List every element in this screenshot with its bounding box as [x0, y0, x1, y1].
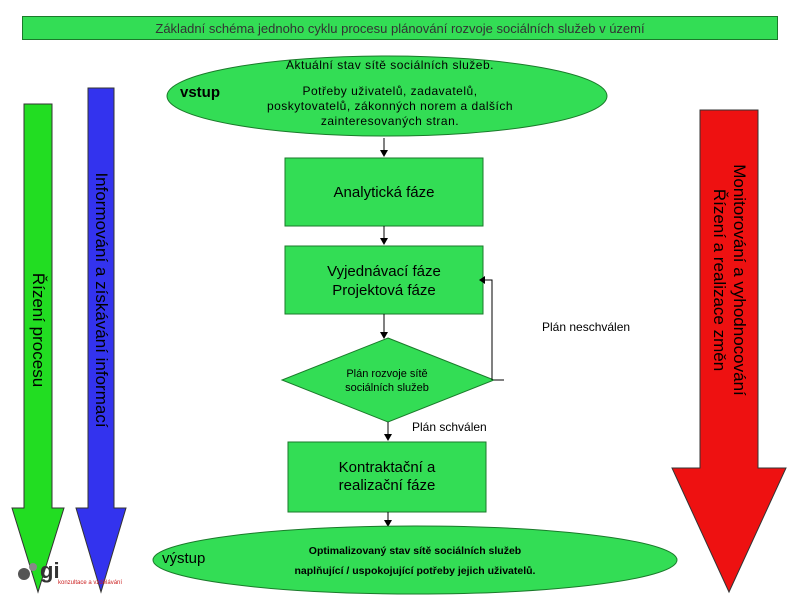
negotiation-phase-box — [284, 245, 484, 315]
analytic-phase-box — [284, 157, 484, 227]
decision-label-2: sociálních služeb — [345, 381, 429, 394]
analytic-phase-label: Analytická fáze — [333, 183, 435, 201]
process-control-label: Řízení procesu — [29, 272, 48, 388]
output-line-1: Optimalizovaný stav sítě sociálních služ… — [308, 544, 522, 557]
output-label: výstup — [162, 550, 206, 567]
monitoring-label-1: Monitorování a vyhodnocování — [730, 164, 749, 396]
monitoring-arrow — [671, 109, 787, 594]
contract-phase-box — [287, 441, 487, 513]
plan-rejected-label: Plán neschválen — [542, 320, 631, 334]
input-line-4: zainteresovaných stran. — [320, 114, 460, 128]
information-arrow — [75, 87, 127, 594]
logo-text: gi — [40, 558, 60, 583]
contract-phase-label-1: Kontraktační a — [338, 458, 436, 476]
input-ellipse — [166, 55, 608, 137]
input-line-2: Potřeby uživatelů, zadavatelů, — [302, 84, 478, 98]
plan-decision-diamond — [280, 337, 496, 423]
diagram-title: Základní schéma jednoho cyklu procesu pl… — [22, 16, 778, 40]
output-ellipse — [152, 525, 678, 595]
input-line-3: poskytovatelů, zákonných norem a dalších — [266, 99, 514, 113]
contract-phase-label-2: realizační fáze — [338, 476, 436, 494]
information-label: Informování a získávání informací — [92, 172, 111, 428]
negotiation-phase-label-1: Vyjednávací fáze — [327, 262, 441, 280]
decision-label-1: Plán rozvoje sítě — [346, 367, 428, 380]
input-line-1: Aktuální stav sítě sociálních služeb. — [286, 58, 494, 72]
monitoring-label-2: Řízení a realizace změn — [710, 188, 729, 372]
plan-approved-label: Plán schválen — [412, 420, 487, 434]
output-line-2: naplňující / uspokojující potřeby jejich… — [294, 564, 536, 577]
logo-subtext: konzultace a vzdělávání — [58, 580, 123, 586]
negotiation-phase-label-2: Projektová fáze — [332, 281, 436, 299]
process-control-arrow — [11, 103, 65, 594]
logo-mark-icon — [18, 568, 30, 580]
input-label: vstup — [180, 84, 221, 101]
